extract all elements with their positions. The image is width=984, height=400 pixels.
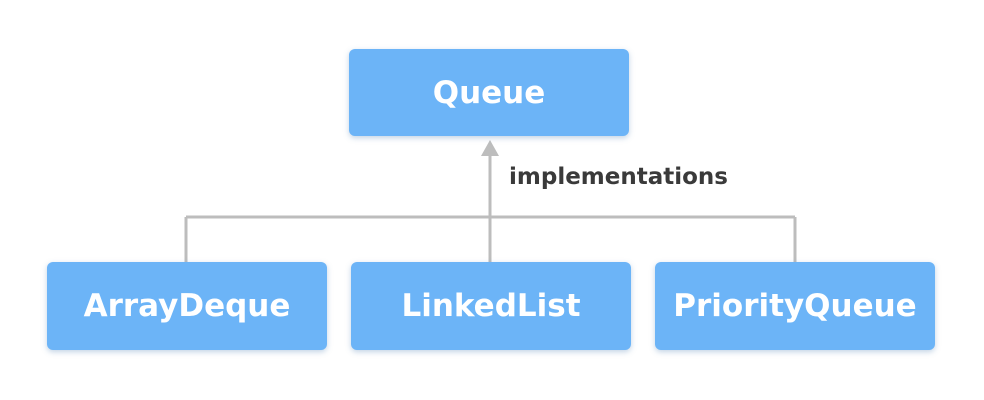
node-linked-list-label: LinkedList xyxy=(401,288,581,324)
node-priority-queue-label: PriorityQueue xyxy=(673,288,917,324)
node-array-deque-label: ArrayDeque xyxy=(83,288,291,324)
node-array-deque: ArrayDeque xyxy=(47,262,327,350)
node-queue-label: Queue xyxy=(432,74,546,111)
node-priority-queue: PriorityQueue xyxy=(655,262,935,350)
edge-label-implementations: implementations xyxy=(509,164,728,190)
arrowhead-icon xyxy=(481,140,499,156)
node-queue: Queue xyxy=(349,49,629,136)
node-linked-list: LinkedList xyxy=(351,262,631,350)
